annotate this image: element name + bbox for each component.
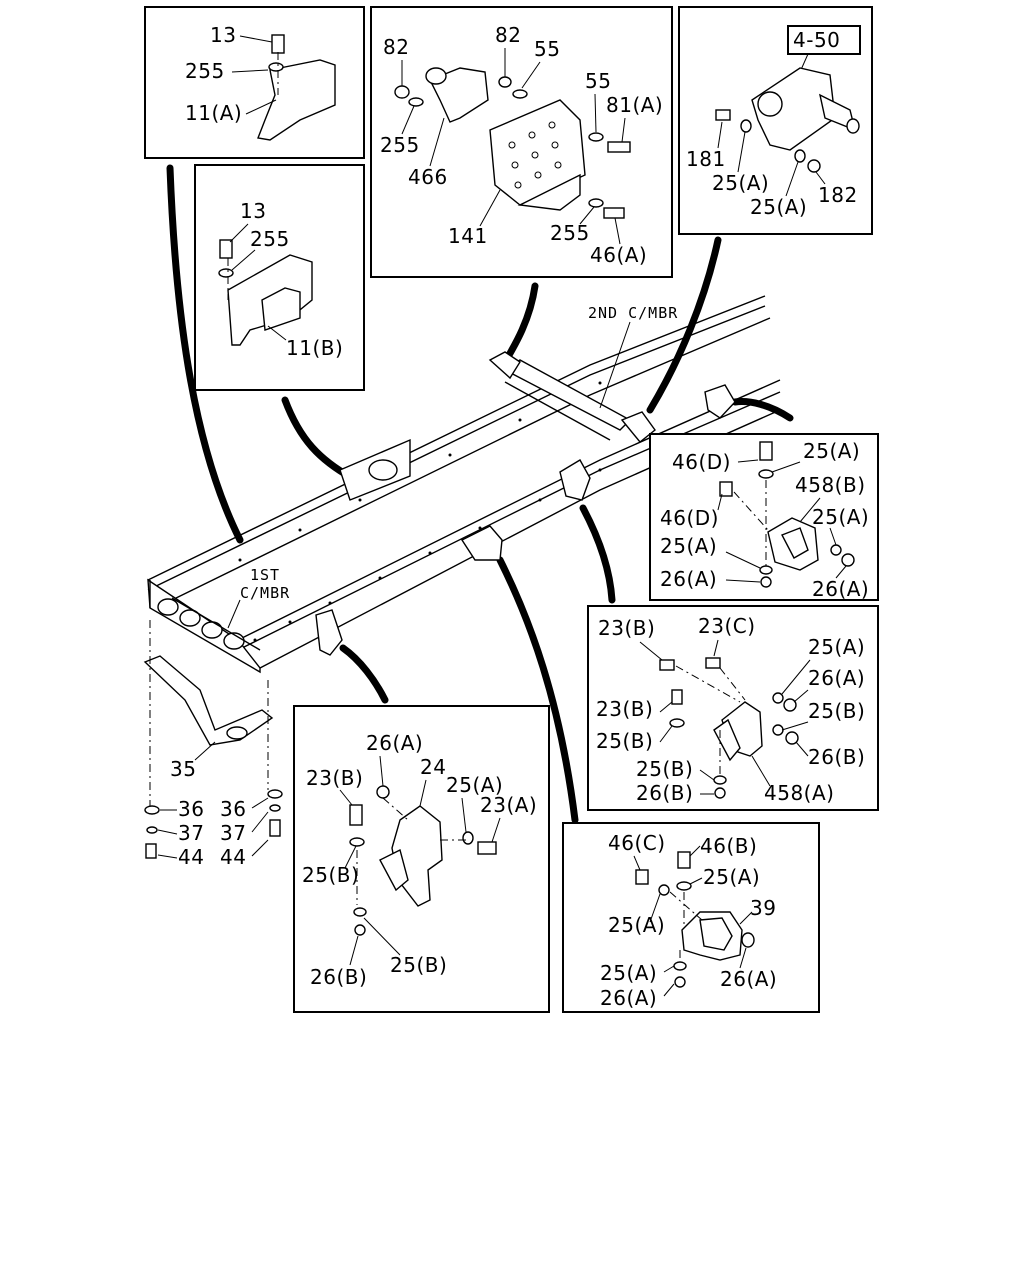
box-hanger-458a-label-6: 25(B) bbox=[596, 729, 653, 753]
label-35: 35 bbox=[170, 757, 196, 781]
box-hanger-458b: 46(D) 25(A) 458(B) 46(D) 25(A) 25(A) 26(… bbox=[649, 433, 879, 601]
box-cross-plate: 82 82 55 55 81(A) 255 466 141 255 46(A) bbox=[370, 6, 673, 278]
box-hanger-24-label-3: 25(A) bbox=[446, 773, 503, 797]
label-36-left: 36 bbox=[178, 797, 204, 821]
box-bracket-b-label-2: 255 bbox=[250, 227, 290, 251]
box-cross-plate-label-3: 55 bbox=[534, 37, 560, 61]
box-hanger-458a-label-7: 25(B) bbox=[808, 699, 865, 723]
label-37-right: 37 bbox=[220, 821, 246, 845]
box-cross-plate-label-8: 141 bbox=[448, 224, 488, 248]
box-hanger-458a-label-5: 23(B) bbox=[596, 697, 653, 721]
box-shackle-label-1: 181 bbox=[686, 147, 726, 171]
box-hanger-458a-label-3: 25(A) bbox=[808, 635, 865, 659]
box-cross-plate-label-2: 82 bbox=[495, 23, 521, 47]
box-hanger-24-label-7: 26(B) bbox=[310, 965, 367, 989]
first-cross-member-label-2: C/MBR bbox=[240, 584, 290, 602]
box-hanger-458a-label-2: 23(C) bbox=[698, 614, 756, 638]
box-cross-plate-label-7: 466 bbox=[408, 165, 448, 189]
label-37-left: 37 bbox=[178, 821, 204, 845]
label-36-right: 36 bbox=[220, 797, 246, 821]
box-hanger-24-label-2: 24 bbox=[420, 755, 446, 779]
box-hanger-39-label-8: 26(A) bbox=[720, 967, 777, 991]
box-cross-plate-label-10: 46(A) bbox=[590, 243, 647, 267]
box-cross-plate-label-5: 81(A) bbox=[606, 93, 663, 117]
box-hanger-24: 26(A) 24 25(A) 23(B) 23(A) 25(B) 26(B) 2… bbox=[293, 705, 550, 1013]
label-44-right: 44 bbox=[220, 845, 246, 869]
box-hanger-39-label-6: 25(A) bbox=[600, 961, 657, 985]
box-shackle: 4-50 181 25(A) 25(A) 182 bbox=[678, 6, 873, 235]
second-cross-member-label: 2ND C/MBR bbox=[588, 304, 678, 322]
box-cross-plate-label-4: 55 bbox=[585, 69, 611, 93]
first-cross-member-label-1: 1ST bbox=[250, 566, 280, 584]
box-shackle-label-2: 25(A) bbox=[712, 171, 769, 195]
box-hanger-39-label-3: 25(A) bbox=[703, 865, 760, 889]
box-cross-plate-label-1: 82 bbox=[383, 35, 409, 59]
box-cross-plate-label-9: 255 bbox=[550, 221, 590, 245]
box-bracket-a-label-3: 11(A) bbox=[185, 101, 242, 125]
box-hanger-458a-label-8: 26(B) bbox=[808, 745, 865, 769]
box-cross-plate-label-6: 255 bbox=[380, 133, 420, 157]
box-bracket-a-label-1: 13 bbox=[210, 23, 236, 47]
bracket-35 bbox=[143, 620, 274, 808]
box-hanger-24-label-6: 25(B) bbox=[302, 863, 359, 887]
box-hanger-24-label-5: 23(A) bbox=[480, 793, 537, 817]
box-hanger-458b-label-6: 25(A) bbox=[660, 534, 717, 558]
box-hanger-458b-label-3: 458(B) bbox=[795, 473, 866, 497]
box-hanger-458b-label-4: 46(D) bbox=[660, 506, 719, 530]
box-hanger-458b-label-2: 25(A) bbox=[803, 439, 860, 463]
box-shackle-label-3: 25(A) bbox=[750, 195, 807, 219]
box-hanger-24-label-4: 23(B) bbox=[306, 766, 363, 790]
reference-box-label: 4-50 bbox=[793, 28, 840, 52]
box-hanger-24-label-1: 26(A) bbox=[366, 731, 423, 755]
fasteners-left bbox=[144, 789, 283, 859]
label-44-left: 44 bbox=[178, 845, 204, 869]
box-hanger-39-label-1: 46(C) bbox=[608, 831, 666, 855]
box-hanger-458a-label-11: 458(A) bbox=[764, 781, 834, 805]
box-bracket-a: 13 255 11(A) bbox=[144, 6, 365, 159]
box-hanger-458b-label-7: 26(A) bbox=[660, 567, 717, 591]
box-bracket-b-label-1: 13 bbox=[240, 199, 266, 223]
box-hanger-39-label-2: 46(B) bbox=[700, 834, 757, 858]
box-bracket-a-label-2: 255 bbox=[185, 59, 225, 83]
box-hanger-458b-label-1: 46(D) bbox=[672, 450, 731, 474]
box-hanger-39-label-7: 26(A) bbox=[600, 986, 657, 1010]
box-hanger-458a: 23(B) 23(C) 25(A) 26(A) 23(B) 25(B) 25(B… bbox=[587, 605, 879, 811]
box-hanger-458a-label-9: 25(B) bbox=[636, 757, 693, 781]
box-bracket-b-label-3: 11(B) bbox=[286, 336, 343, 360]
box-hanger-458a-label-10: 26(B) bbox=[636, 781, 693, 805]
box-hanger-458b-label-8: 26(A) bbox=[812, 577, 869, 601]
box-hanger-458a-label-4: 26(A) bbox=[808, 666, 865, 690]
box-hanger-458a-label-1: 23(B) bbox=[598, 616, 655, 640]
callout-curves bbox=[166, 164, 794, 824]
box-hanger-24-label-8: 25(B) bbox=[390, 953, 447, 977]
box-hanger-39-label-5: 25(A) bbox=[608, 913, 665, 937]
box-hanger-458b-label-5: 25(A) bbox=[812, 505, 869, 529]
box-bracket-b: 13 255 11(B) bbox=[194, 164, 365, 391]
box-shackle-label-4: 182 bbox=[818, 183, 858, 207]
box-hanger-39: 46(C) 46(B) 25(A) 39 25(A) 25(A) 26(A) 2… bbox=[562, 822, 820, 1013]
reference-box bbox=[787, 25, 861, 55]
box-hanger-39-label-4: 39 bbox=[750, 896, 776, 920]
